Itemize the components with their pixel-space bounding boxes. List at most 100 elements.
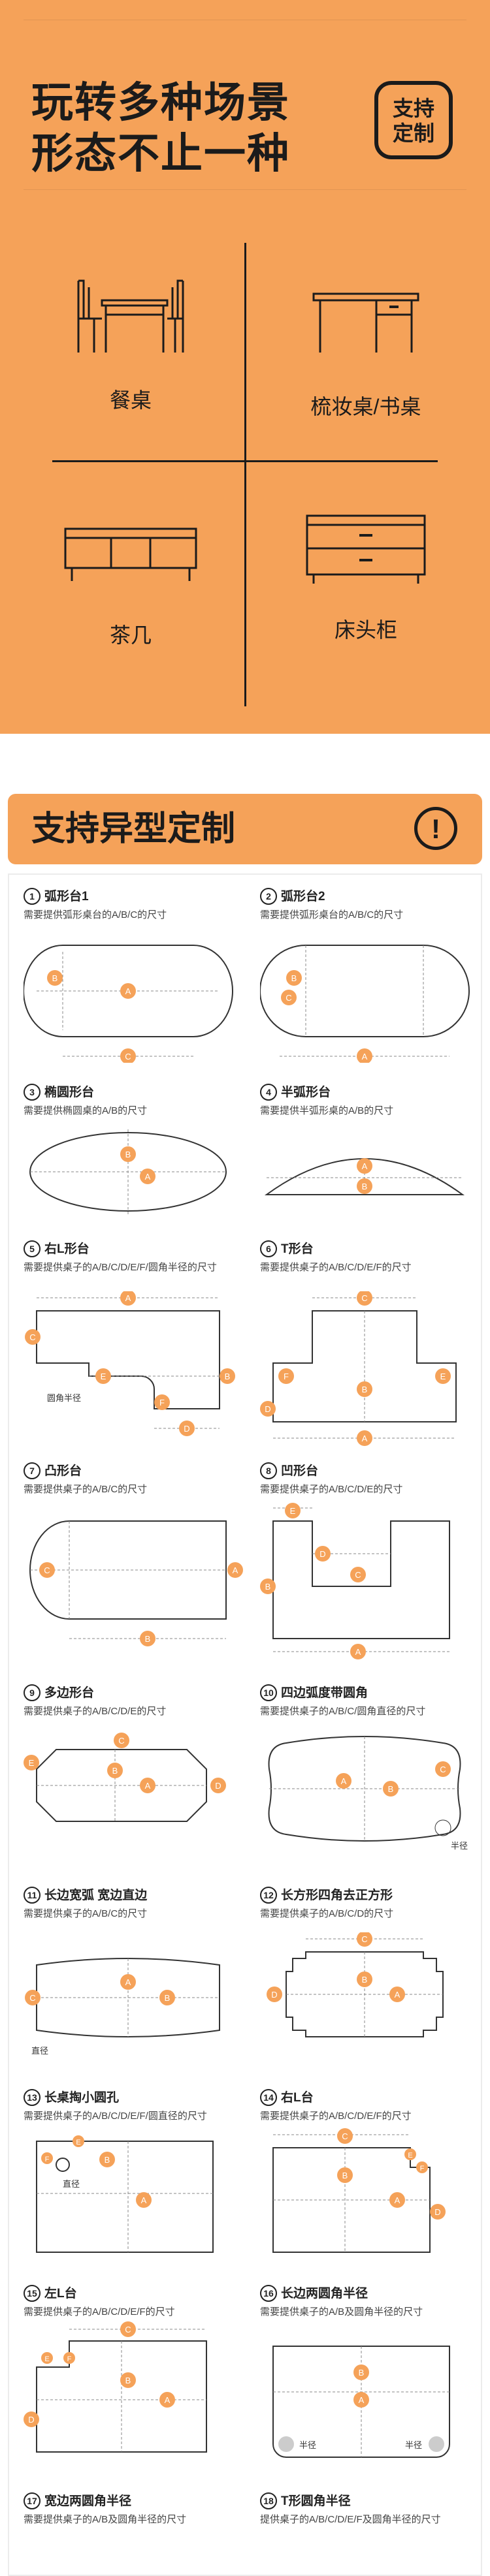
scene-label: 梳妆桌/书桌: [310, 395, 421, 418]
svg-text:B: B: [362, 1975, 368, 1985]
svg-text:B: B: [105, 2155, 110, 2165]
shape-desc: 需要提供桌子的A/B/C/D/E/F的尺寸: [24, 2306, 175, 2317]
shape-number: 16: [260, 2285, 277, 2302]
svg-text:A: A: [145, 1781, 151, 1791]
svg-text:A: A: [125, 986, 131, 996]
shape-number: 18: [260, 2492, 277, 2509]
svg-text:C: C: [355, 1570, 361, 1580]
shape-number: 6: [260, 1240, 277, 1257]
svg-text:F: F: [45, 2156, 50, 2163]
shape-diagram: B A 半径 半径: [272, 2346, 450, 2458]
shape-diagram: A C E B F D 圆角半径: [25, 1291, 235, 1436]
svg-text:A: A: [395, 1990, 400, 2000]
shape-number: 15: [24, 2285, 41, 2302]
svg-text:C: C: [361, 1934, 367, 1944]
badge-line1: 支持: [392, 97, 434, 120]
shape-name: 弧形台1: [44, 890, 89, 903]
shape-name: 椭圆形台: [44, 1086, 95, 1099]
shape-number: 12: [260, 1887, 277, 1904]
svg-text:E: E: [408, 2152, 412, 2160]
svg-text:C: C: [29, 1993, 35, 2003]
shape-name: 凸形台: [44, 1464, 82, 1478]
svg-text:C: C: [342, 2131, 348, 2141]
scene-label: 床头柜: [334, 618, 397, 642]
shape-desc: 需要提供桌子的A/B/C的尺寸: [24, 1908, 148, 1919]
svg-text:B: B: [362, 1385, 368, 1394]
svg-text:C: C: [286, 993, 291, 1003]
shape-desc: 需要提供桌子的A/B/C/圆角直径的尺寸: [260, 1706, 426, 1717]
shape-diagram: C F E B D A: [260, 1291, 457, 1446]
svg-text:C: C: [125, 1052, 131, 1061]
shape-desc: 需要提供桌子的A/B/C的尺寸: [24, 1484, 148, 1495]
radius-label: 半径: [405, 2440, 422, 2450]
svg-text:F: F: [159, 1398, 165, 1407]
svg-text:B: B: [265, 1582, 271, 1592]
svg-text:D: D: [28, 2415, 34, 2425]
scene-nightstand: 床头柜: [255, 509, 477, 644]
grid-vertical-line: [244, 243, 246, 706]
nightstand-icon: [306, 514, 426, 584]
shape-number: 2: [260, 888, 277, 905]
shape-desc: 需要提供弧形桌台的A/B/C的尺寸: [24, 909, 167, 920]
shape-number: 3: [24, 1084, 41, 1101]
shape-desc: 需要提供半弧形桌的A/B的尺寸: [260, 1105, 394, 1116]
svg-text:B: B: [342, 2171, 348, 2180]
hero-section: 玩转多种场景 形态不止一种 支持 定制 餐桌: [0, 0, 490, 734]
hero-headline: 玩转多种场景 形态不止一种: [31, 77, 290, 179]
svg-text:A: A: [165, 2395, 171, 2405]
shape-desc: 需要提供桌子的A/B/C/D/E/F/圆角半径的尺寸: [24, 1262, 217, 1273]
svg-text:D: D: [215, 1781, 221, 1791]
shape-diagram: A B C 直径: [25, 1958, 220, 2056]
svg-text:E: E: [290, 1506, 296, 1516]
svg-text:C: C: [118, 1736, 124, 1746]
shape-diagram: C A B: [29, 1520, 243, 1646]
scene-dining: 餐桌: [20, 274, 242, 414]
shape-number: 13: [24, 2089, 41, 2106]
shape-number: 17: [24, 2492, 41, 2509]
svg-text:E: E: [76, 2139, 80, 2146]
section-gap: [0, 734, 490, 794]
shape-name: 长边两圆角半径: [281, 2287, 368, 2301]
shape-diagram: E D C B A: [260, 1503, 450, 1659]
svg-text:B: B: [52, 973, 58, 983]
shape-diagram: B A: [29, 1129, 227, 1214]
shape-desc: 提供桌子的A/B/C/D/E/F及圆角半径的尺寸: [260, 2514, 441, 2525]
scene-coffee: 茶几: [20, 516, 242, 649]
svg-text:C: C: [361, 1293, 367, 1303]
svg-text:D: D: [319, 1549, 325, 1559]
custom-badge: 支持 定制: [374, 81, 453, 159]
svg-text:F: F: [284, 1372, 289, 1381]
shape-number: 5: [24, 1240, 41, 1257]
shape-diagram: B C A: [260, 945, 470, 1063]
shape-diagram: C E B A D: [24, 1733, 226, 1822]
shape-desc: 需要提供桌子的A/B/C/D/E的尺寸: [24, 1706, 167, 1717]
shape-number: 7: [24, 1462, 41, 1479]
svg-text:E: E: [44, 2355, 49, 2363]
svg-text:B: B: [125, 1150, 131, 1159]
svg-text:D: D: [184, 1424, 189, 1434]
shape-diagram: C E F B D A: [24, 2321, 207, 2453]
shape-name: 弧形台2: [281, 890, 325, 903]
svg-text:B: B: [362, 1182, 368, 1191]
shape-name: T形圆角半径: [281, 2494, 351, 2508]
svg-text:B: B: [388, 1784, 394, 1794]
scene-label: 餐桌: [109, 388, 152, 412]
